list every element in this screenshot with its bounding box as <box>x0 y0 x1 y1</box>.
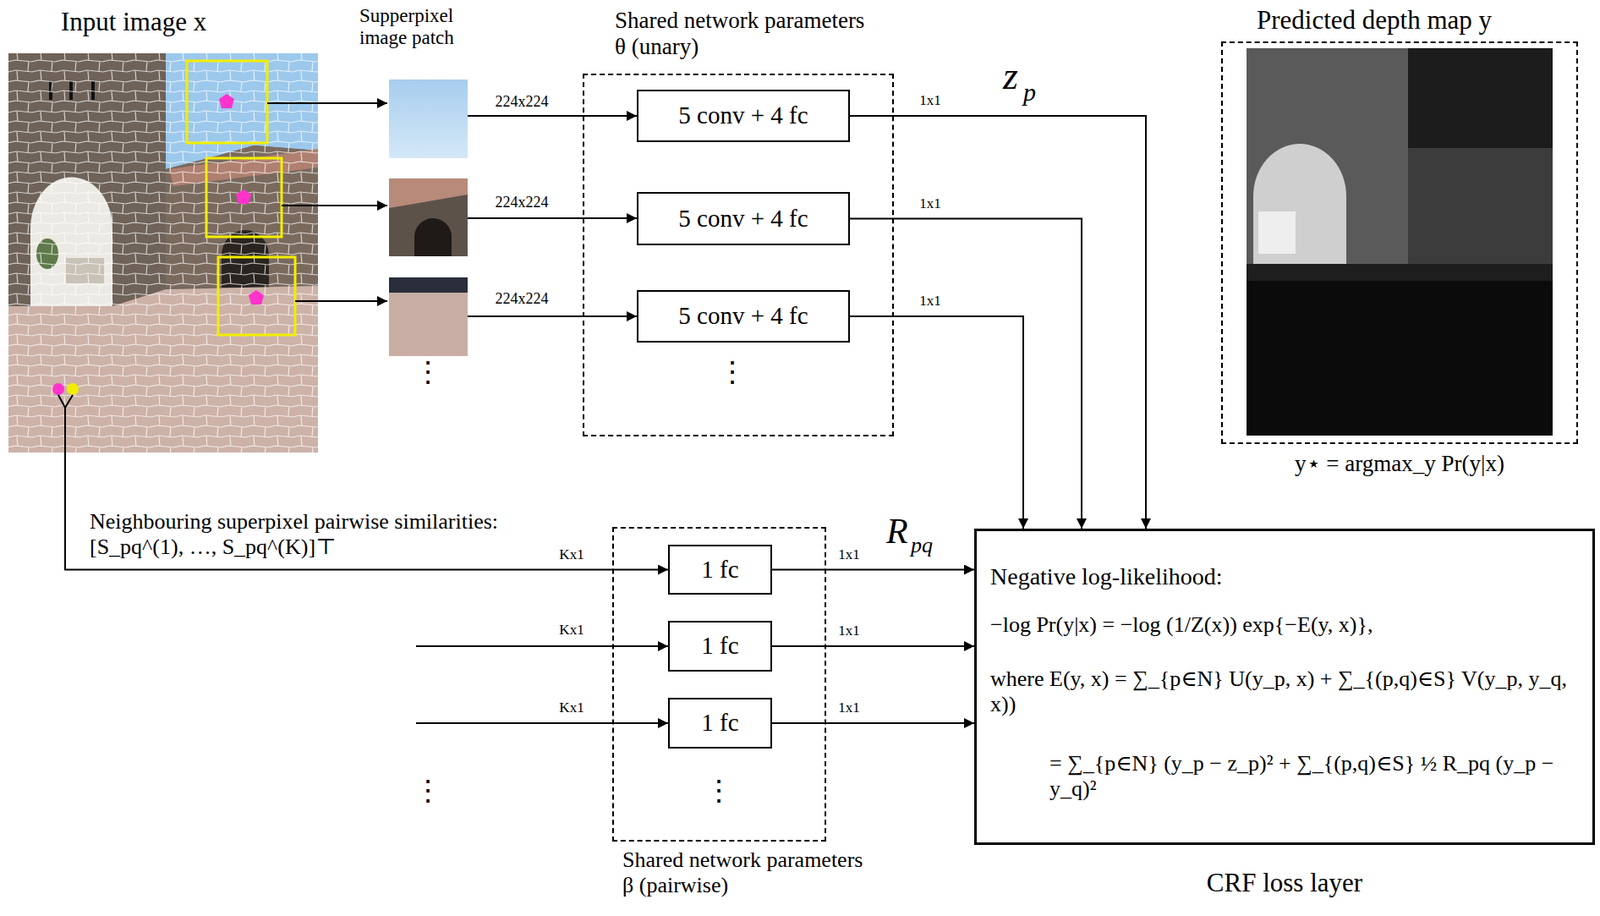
process-box: 5 conv + 4 fc <box>636 290 850 343</box>
stone-wall <box>8 53 318 453</box>
node-title: 5 conv + 4 fc <box>678 301 808 330</box>
connector-arrow <box>65 452 669 570</box>
arrow <box>467 315 637 318</box>
depth-building <box>1408 147 1553 267</box>
node-text: = ∑_{p∈N} (y_p − z_p)² + ∑_{(p,q)∈S} ½ R… <box>990 750 1579 802</box>
patch-window <box>206 158 282 237</box>
superpixel-dot <box>219 93 235 109</box>
label-text: Kx1 <box>546 699 598 717</box>
depth-ground <box>1246 48 1553 436</box>
arrow <box>416 645 669 647</box>
edge-label: 1x1 <box>904 292 956 310</box>
label-text: ⋮ <box>715 355 750 389</box>
superpixel-dot <box>235 189 252 204</box>
label-text: 224x224 <box>479 193 565 212</box>
arrow <box>416 722 669 724</box>
depth-arch <box>1253 143 1347 264</box>
label-text: ⋮ <box>410 773 445 807</box>
label-text: z <box>1002 54 1019 99</box>
process-box: 1 fc <box>668 697 773 749</box>
edge-label: 1x1 <box>823 546 875 564</box>
sky-patch <box>389 79 468 159</box>
static-arrows <box>267 103 669 724</box>
label-text: ⋮ <box>410 355 445 389</box>
process-box: 5 conv + 4 fc <box>636 89 850 143</box>
label-text: Neighbouring superpixel pairwise similar… <box>89 509 547 560</box>
edge-label: 1x1 <box>823 699 875 717</box>
crf-loss-box: Negative log-likelihood: −log Pr(y|x) = −… <box>974 528 1595 845</box>
node-title: Predicted depth map y <box>1256 5 1492 36</box>
pair-fork <box>58 394 73 453</box>
node-title: Shared network parameters θ (unary) <box>614 7 869 61</box>
edge-label: 1x1 <box>904 195 956 213</box>
node-title: 5 conv + 4 fc <box>678 204 808 233</box>
superpixel-markers <box>52 60 296 453</box>
edge-label: 1x1 <box>904 92 956 110</box>
superpixel-dot <box>248 290 264 305</box>
node-text: CRF loss layer <box>976 867 1593 899</box>
wall-patch <box>389 178 468 257</box>
depth-map <box>1246 48 1553 436</box>
node-title: 1 fc <box>701 555 739 584</box>
shadow-part <box>389 277 468 293</box>
input-image: Input image x <box>8 6 318 453</box>
process-box: 1 fc <box>668 544 773 595</box>
superpixel-dot <box>52 383 65 395</box>
label-text: p <box>1023 77 1036 108</box>
arrow <box>267 102 388 105</box>
connector-arrow <box>772 569 975 571</box>
patch-window <box>218 257 296 335</box>
depth-far <box>1408 48 1553 148</box>
label-text: pq <box>910 532 933 559</box>
node-text: −log Pr(y|x) = −log (1/Z(x)) exp{−E(y, x… <box>990 612 1579 638</box>
label-text: Kx1 <box>546 621 598 639</box>
depth-arch-light <box>1258 211 1296 254</box>
arrow <box>281 204 388 207</box>
connector-arrow <box>849 115 1146 529</box>
node-title: Negative log-likelihood: <box>990 563 1579 591</box>
connector-arrow <box>772 645 975 647</box>
roof-part <box>389 178 468 209</box>
arrow <box>467 115 637 117</box>
connector-arrow <box>849 219 1082 530</box>
arrow <box>467 217 637 220</box>
depth-map-output: Predicted depth map yy⋆ = argmax_y Pr(y|… <box>1221 41 1579 444</box>
node-text: y⋆ = argmax_y Pr(y|x) <box>1222 450 1577 477</box>
edge-label: Kx1 <box>546 546 598 564</box>
arrow <box>295 300 388 302</box>
ground-patch <box>389 277 468 357</box>
node-title: 1 fc <box>701 708 739 737</box>
connector-arrow <box>849 316 1024 529</box>
label-text: 224x224 <box>479 93 565 111</box>
patch-window <box>186 60 268 143</box>
label-text: ⋮ <box>701 773 736 807</box>
label-text: 224x224 <box>479 290 565 308</box>
superpixel-dot <box>66 383 79 395</box>
node-title: Input image x <box>60 6 207 38</box>
connector-arrow <box>772 722 975 724</box>
node-title: 1 fc <box>701 631 739 660</box>
node-title: Shared network parameters β (pairwise) <box>622 847 868 899</box>
label-text: Supperpixel image patch <box>359 5 495 50</box>
superpixel-grid <box>8 53 318 453</box>
label-text: R <box>886 510 909 552</box>
input-photo <box>8 53 318 453</box>
node-title: 5 conv + 4 fc <box>678 101 808 130</box>
patch-thumbnails <box>389 79 468 357</box>
node-text: where E(y, x) = ∑_{p∈N} U(y_p, x) + ∑_{(… <box>990 666 1579 718</box>
process-box: 5 conv + 4 fc <box>636 191 850 246</box>
arch-part <box>414 218 452 257</box>
depth-band <box>1246 263 1553 281</box>
edge-label: 1x1 <box>823 622 875 640</box>
depth-wall <box>1246 48 1409 267</box>
process-box: 1 fc <box>668 620 773 672</box>
